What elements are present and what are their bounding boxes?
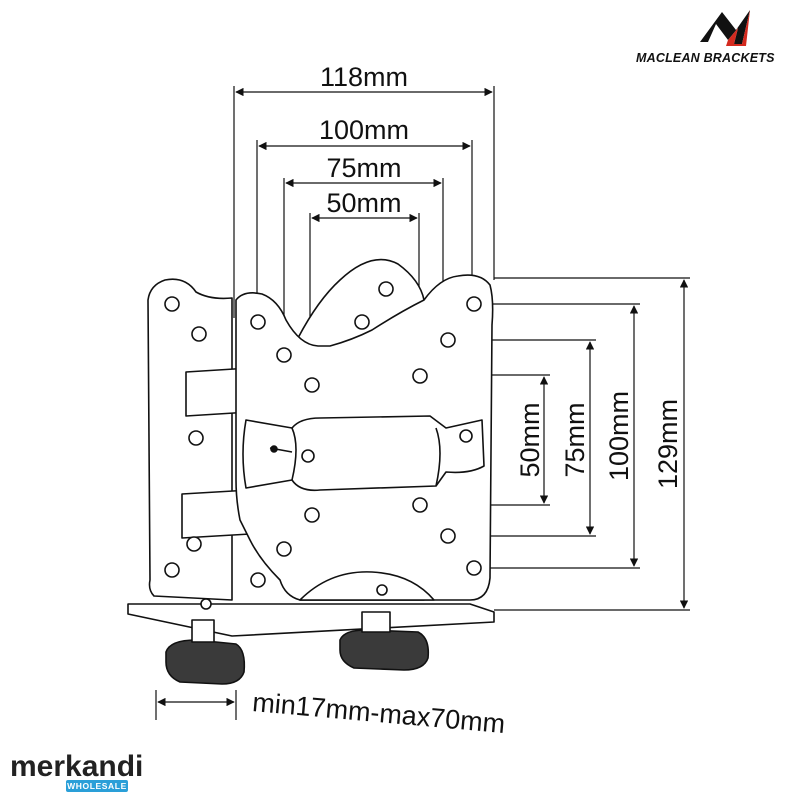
- label-height-75: 75mm: [560, 402, 590, 477]
- clamp-range-dimension: [155, 690, 237, 720]
- hole: [466, 296, 482, 312]
- hole: [250, 314, 266, 330]
- hole: [412, 368, 428, 384]
- hole: [440, 332, 456, 348]
- mounting-holes: [164, 281, 482, 610]
- hole: [354, 314, 370, 330]
- hole: [304, 377, 320, 393]
- hole: [186, 536, 202, 552]
- merkandi-badge: [66, 780, 128, 792]
- height-dimensions: [432, 277, 690, 611]
- hole: [276, 541, 292, 557]
- knob-right-stem: [361, 611, 391, 633]
- hole: [164, 562, 180, 578]
- label-height-100: 100mm: [604, 391, 634, 481]
- base-plate: [127, 603, 495, 637]
- width-dimensions: [233, 86, 495, 382]
- hole: [250, 572, 266, 588]
- hole: [459, 429, 473, 443]
- bracket-drawing: [127, 258, 495, 685]
- knob-left-stem: [191, 619, 215, 643]
- label-width-50: 50mm: [326, 188, 401, 218]
- merkandi-logo-text: merkandi: [10, 750, 143, 783]
- label-width-75: 75mm: [326, 153, 401, 183]
- logo-brand-text: MACLEAN BRACKETS: [636, 51, 775, 65]
- knob-left: [165, 639, 246, 685]
- hole: [301, 449, 315, 463]
- hole: [466, 560, 482, 576]
- knob-right: [339, 629, 430, 671]
- hole: [191, 326, 207, 342]
- hole: [188, 430, 204, 446]
- base-arch: [299, 571, 435, 601]
- label-height-129: 129mm: [653, 399, 683, 489]
- merkandi-watermark: merkandi WHOLESALE: [10, 750, 143, 792]
- hole: [440, 528, 456, 544]
- hole: [376, 584, 388, 596]
- label-clamp-range: min17mm-max70mm: [251, 687, 506, 739]
- label-height-50: 50mm: [515, 402, 545, 477]
- clamp-band: [242, 415, 485, 492]
- maclean-logo: MACLEAN BRACKETS: [636, 10, 775, 65]
- clamp-bolt: [269, 445, 293, 453]
- hole: [304, 507, 320, 523]
- hole: [164, 296, 180, 312]
- clamp-inner: [291, 427, 441, 487]
- merkandi-badge-text: WHOLESALE: [67, 781, 127, 791]
- hole: [276, 347, 292, 363]
- hole: [378, 281, 394, 297]
- logo-m-mark: [700, 10, 750, 44]
- logo-m-accent: [726, 10, 750, 46]
- hole: [200, 598, 212, 610]
- hole: [412, 497, 428, 513]
- label-width-118: 118mm: [320, 62, 408, 92]
- label-width-100: 100mm: [319, 115, 409, 145]
